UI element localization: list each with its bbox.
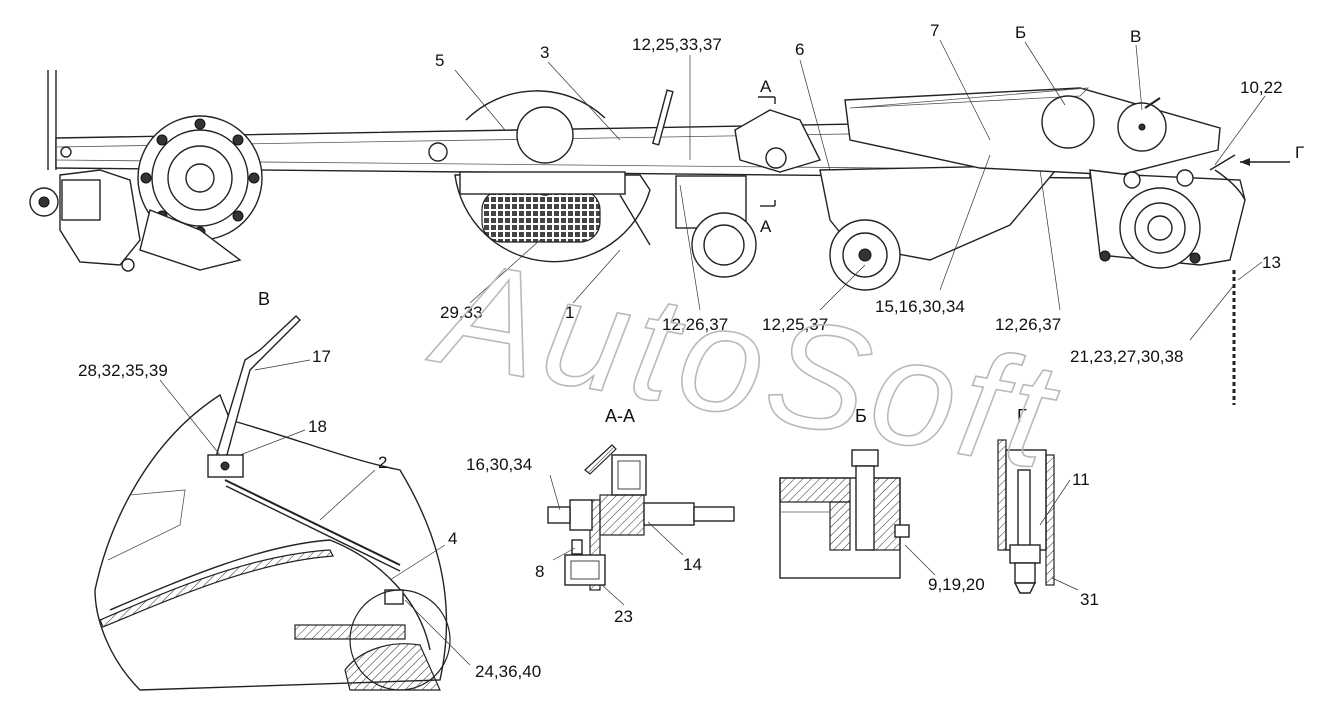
upper-plate — [844, 87, 1221, 176]
detail-g-title: Г — [1017, 406, 1027, 426]
label-3: 3 — [540, 43, 549, 62]
detail-aa-title: А-А — [605, 406, 635, 426]
label-1: 1 — [565, 303, 574, 322]
label-16-30-34: 16,30,34 — [466, 455, 532, 474]
label-7: 7 — [930, 21, 939, 40]
label-a-top: А — [760, 77, 772, 96]
left-hub-assembly — [29, 115, 263, 272]
label-28-32-35-39: 28,32,35,39 — [78, 361, 168, 380]
label-9-19-20: 9,19,20 — [928, 575, 985, 594]
label-12-25-33-37: 12,25,33,37 — [632, 35, 722, 54]
label-29-33: 29,33 — [440, 303, 483, 322]
detail-v-title: В — [258, 289, 270, 309]
drum-assembly — [454, 89, 674, 263]
label-12-26-37-b: 12,26,37 — [995, 315, 1061, 334]
label-11: 11 — [1072, 470, 1090, 489]
label-12-26-37-a: 12,26,37 — [662, 315, 728, 334]
leader-lines — [454, 39, 1266, 341]
label-4: 4 — [448, 529, 457, 548]
detail-b: Б 9,19,20 — [779, 406, 985, 594]
detail-g: Г 11 31 — [997, 406, 1099, 609]
label-b-cyr: Б — [1015, 23, 1026, 42]
label-21-23-27-30-38: 21,23,27,30,38 — [1070, 347, 1183, 366]
label-15-16-30-34: 15,16,30,34 — [875, 297, 965, 316]
label-a-bottom: А — [760, 217, 772, 236]
detail-b-title: Б — [855, 406, 867, 426]
label-10-22: 10,22 — [1240, 78, 1283, 97]
label-18: 18 — [308, 417, 327, 436]
right-hub-assembly — [1089, 154, 1246, 269]
detail-a-a: А-А 16,30,34 8 14 23 — [466, 406, 735, 626]
label-13: 13 — [1262, 253, 1281, 272]
label-g-cyr: Г — [1295, 143, 1304, 162]
label-14: 14 — [683, 555, 702, 574]
label-31: 31 — [1080, 590, 1099, 609]
label-24-36-40: 24,36,40 — [475, 662, 541, 681]
central-housing — [675, 109, 1062, 291]
label-2: 2 — [378, 453, 387, 472]
label-23: 23 — [614, 607, 633, 626]
main-view: 5 3 12,25,33,37 6 7 Б В 10,22 Г А А 13 2… — [29, 21, 1304, 405]
label-v-cyr: В — [1130, 27, 1141, 46]
label-8: 8 — [535, 562, 544, 581]
label-5: 5 — [435, 51, 444, 70]
label-6: 6 — [795, 40, 804, 59]
detail-v: В 28,32,35,39 17 18 2 4 24,36,40 — [78, 289, 541, 691]
label-17: 17 — [312, 347, 331, 366]
label-12-25-37: 12,25,37 — [762, 315, 828, 334]
main-labels: 5 3 12,25,33,37 6 7 Б В 10,22 Г А А 13 2… — [435, 21, 1304, 366]
section-markers — [758, 96, 1290, 207]
